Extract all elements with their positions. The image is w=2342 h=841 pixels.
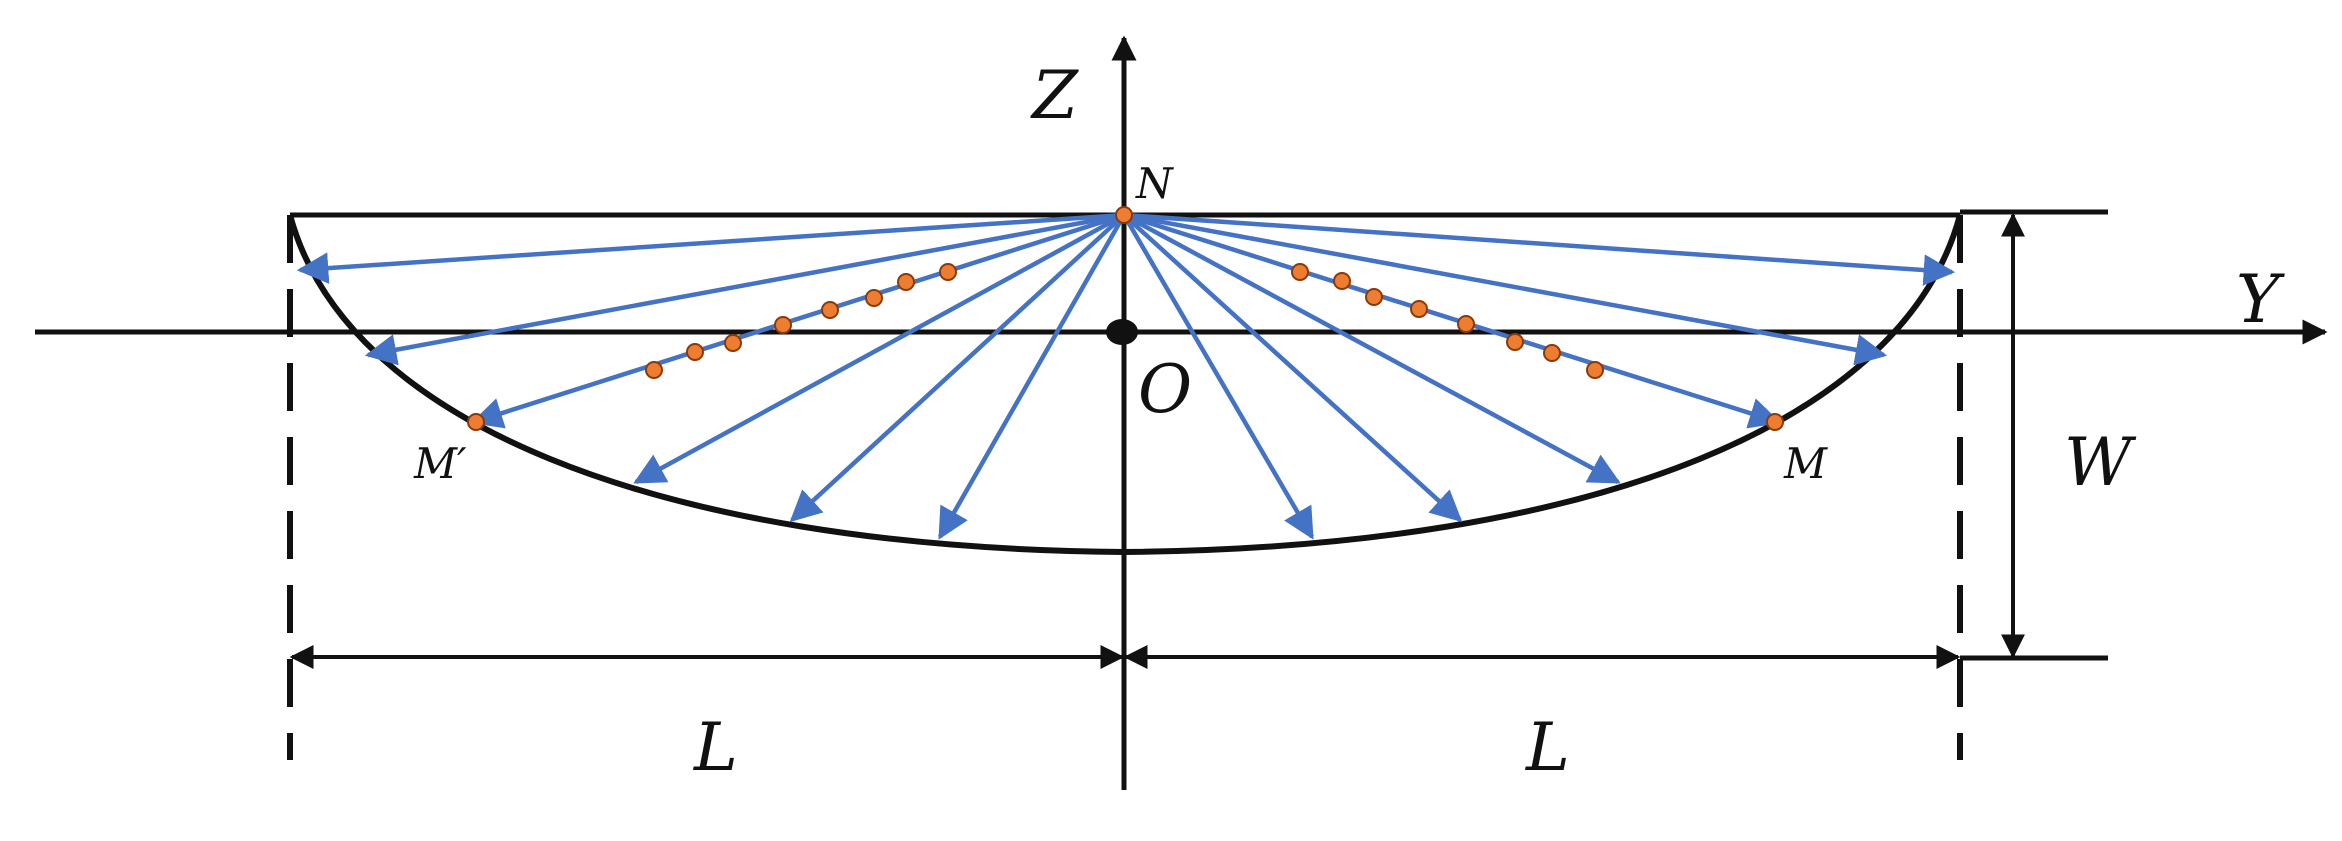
y-axis-label: Y	[2236, 261, 2285, 338]
sample-point	[774, 316, 792, 334]
depth-w-label: W	[2064, 424, 2137, 501]
sample-point	[1457, 315, 1475, 333]
sample-point	[897, 273, 915, 291]
ray	[296, 212, 1125, 284]
sample-point-group	[467, 206, 1784, 431]
ray-group	[296, 212, 1956, 540]
ray	[1122, 213, 1621, 484]
ray	[1123, 212, 1782, 429]
ray	[470, 212, 1125, 429]
sample-point	[821, 301, 839, 319]
ray	[1123, 212, 1956, 286]
apex-n-label: N	[1135, 159, 1174, 208]
ray	[1123, 212, 1888, 366]
half-width-right-label: L	[1525, 709, 1570, 786]
point-m-prime-marker	[467, 413, 485, 431]
sample-point	[1410, 300, 1428, 318]
sample-point	[686, 343, 704, 361]
sample-point	[1291, 263, 1309, 281]
ray	[938, 213, 1126, 540]
sample-point	[865, 289, 883, 307]
sample-point	[1543, 344, 1561, 362]
ray	[633, 213, 1126, 484]
sample-point	[939, 263, 957, 281]
sample-point	[1586, 361, 1604, 379]
ray	[1122, 213, 1314, 540]
origin-dot	[1106, 319, 1138, 345]
point-m-prime-label: M′	[413, 439, 467, 488]
origin-label: O	[1138, 351, 1192, 428]
point-m-label: M	[1783, 439, 1828, 488]
z-axis-label: Z	[1030, 57, 1079, 134]
point-m-marker	[1766, 413, 1784, 431]
half-width-left-label: L	[693, 709, 738, 786]
ray	[1122, 213, 1463, 523]
sample-point	[645, 361, 663, 379]
apex-n-marker	[1115, 206, 1133, 224]
ray	[364, 212, 1125, 366]
sample-point	[724, 334, 742, 352]
sample-point	[1506, 333, 1524, 351]
ray	[789, 213, 1126, 523]
sample-point	[1365, 288, 1383, 306]
sample-point	[1333, 272, 1351, 290]
reflector-curve	[287, 214, 1963, 556]
